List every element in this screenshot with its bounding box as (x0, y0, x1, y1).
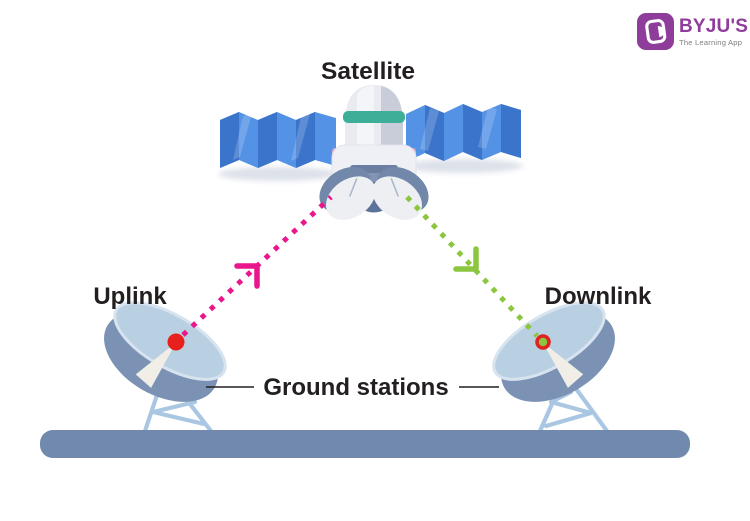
downlink-feed-point (535, 334, 551, 350)
satellite-horn-right-icon (372, 167, 429, 220)
downlink-arrow-icon (405, 195, 539, 338)
satellite-icon (218, 85, 523, 220)
ground-stations-label: Ground stations (263, 374, 448, 401)
byjus-logo-text: BYJU'S The Learning App (679, 13, 748, 47)
solar-panel-left-icon (220, 112, 336, 168)
teal-band (343, 111, 405, 123)
byjus-logo: BYJU'S The Learning App (637, 13, 748, 50)
panel-shadow-right (403, 159, 523, 173)
ground-bar (40, 430, 690, 458)
solar-panel-right-icon (406, 104, 521, 162)
byjus-logo-icon (637, 13, 674, 50)
byjus-tagline: The Learning App (679, 38, 743, 47)
byjus-brand-name: BYJU'S (679, 16, 749, 37)
uplink-feed-point (167, 333, 185, 351)
uplink-arrow-icon (181, 195, 333, 337)
satellite-label: Satellite (321, 58, 415, 85)
satellite-horn-left-icon (319, 167, 376, 220)
panel-shadow-left (218, 167, 338, 181)
uplink-label: Uplink (93, 283, 167, 310)
ground-stations-callout: Ground stations (206, 374, 499, 401)
downlink-label: Downlink (545, 283, 652, 310)
